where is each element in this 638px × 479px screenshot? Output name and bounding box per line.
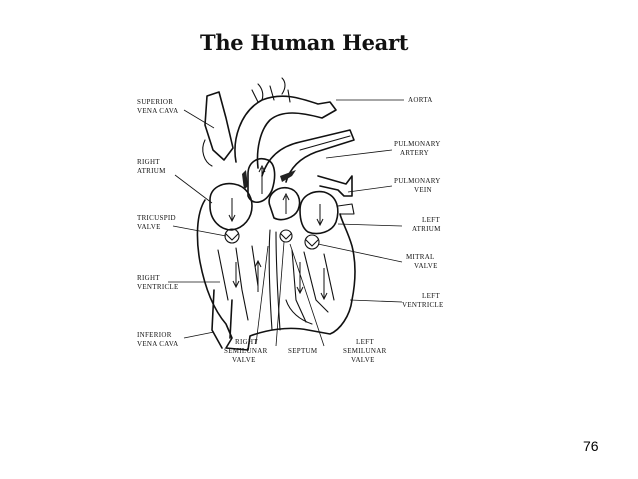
page-number: 76 — [583, 438, 599, 454]
label-aorta: AORTA — [408, 96, 433, 104]
label-right-semilunar-valve: RIGHT SEMILUNAR VALVE — [224, 338, 270, 364]
label-right-atrium: RIGHT ATRIUM — [137, 158, 166, 175]
label-inferior-vena-cava: INFERIOR VENA CAVA — [137, 331, 179, 348]
label-mitral-valve: MITRAL VALVE — [406, 253, 438, 270]
page-title: The Human Heart — [200, 30, 409, 55]
label-left-atrium: LEFT ATRIUM — [412, 216, 442, 233]
leader-lines — [168, 99, 404, 347]
heart-illustration — [196, 77, 356, 351]
label-tricuspid-valve: TRICUSPID VALVE — [137, 214, 178, 231]
diagram-labels: SUPERIOR VENA CAVA AORTA PULMONARY ARTER… — [137, 96, 444, 364]
label-left-semilunar-valve: LEFT SEMILUNAR VALVE — [343, 338, 389, 364]
label-superior-vena-cava: SUPERIOR VENA CAVA — [137, 98, 179, 115]
label-left-ventricle: LEFT VENTRICLE — [402, 292, 444, 309]
label-pulmonary-vein: PULMONARY VEIN — [394, 177, 442, 194]
label-septum: SEPTUM — [288, 347, 318, 355]
label-pulmonary-artery: PULMONARY ARTERY — [394, 140, 442, 157]
label-right-ventricle: RIGHT VENTRICLE — [137, 274, 179, 291]
